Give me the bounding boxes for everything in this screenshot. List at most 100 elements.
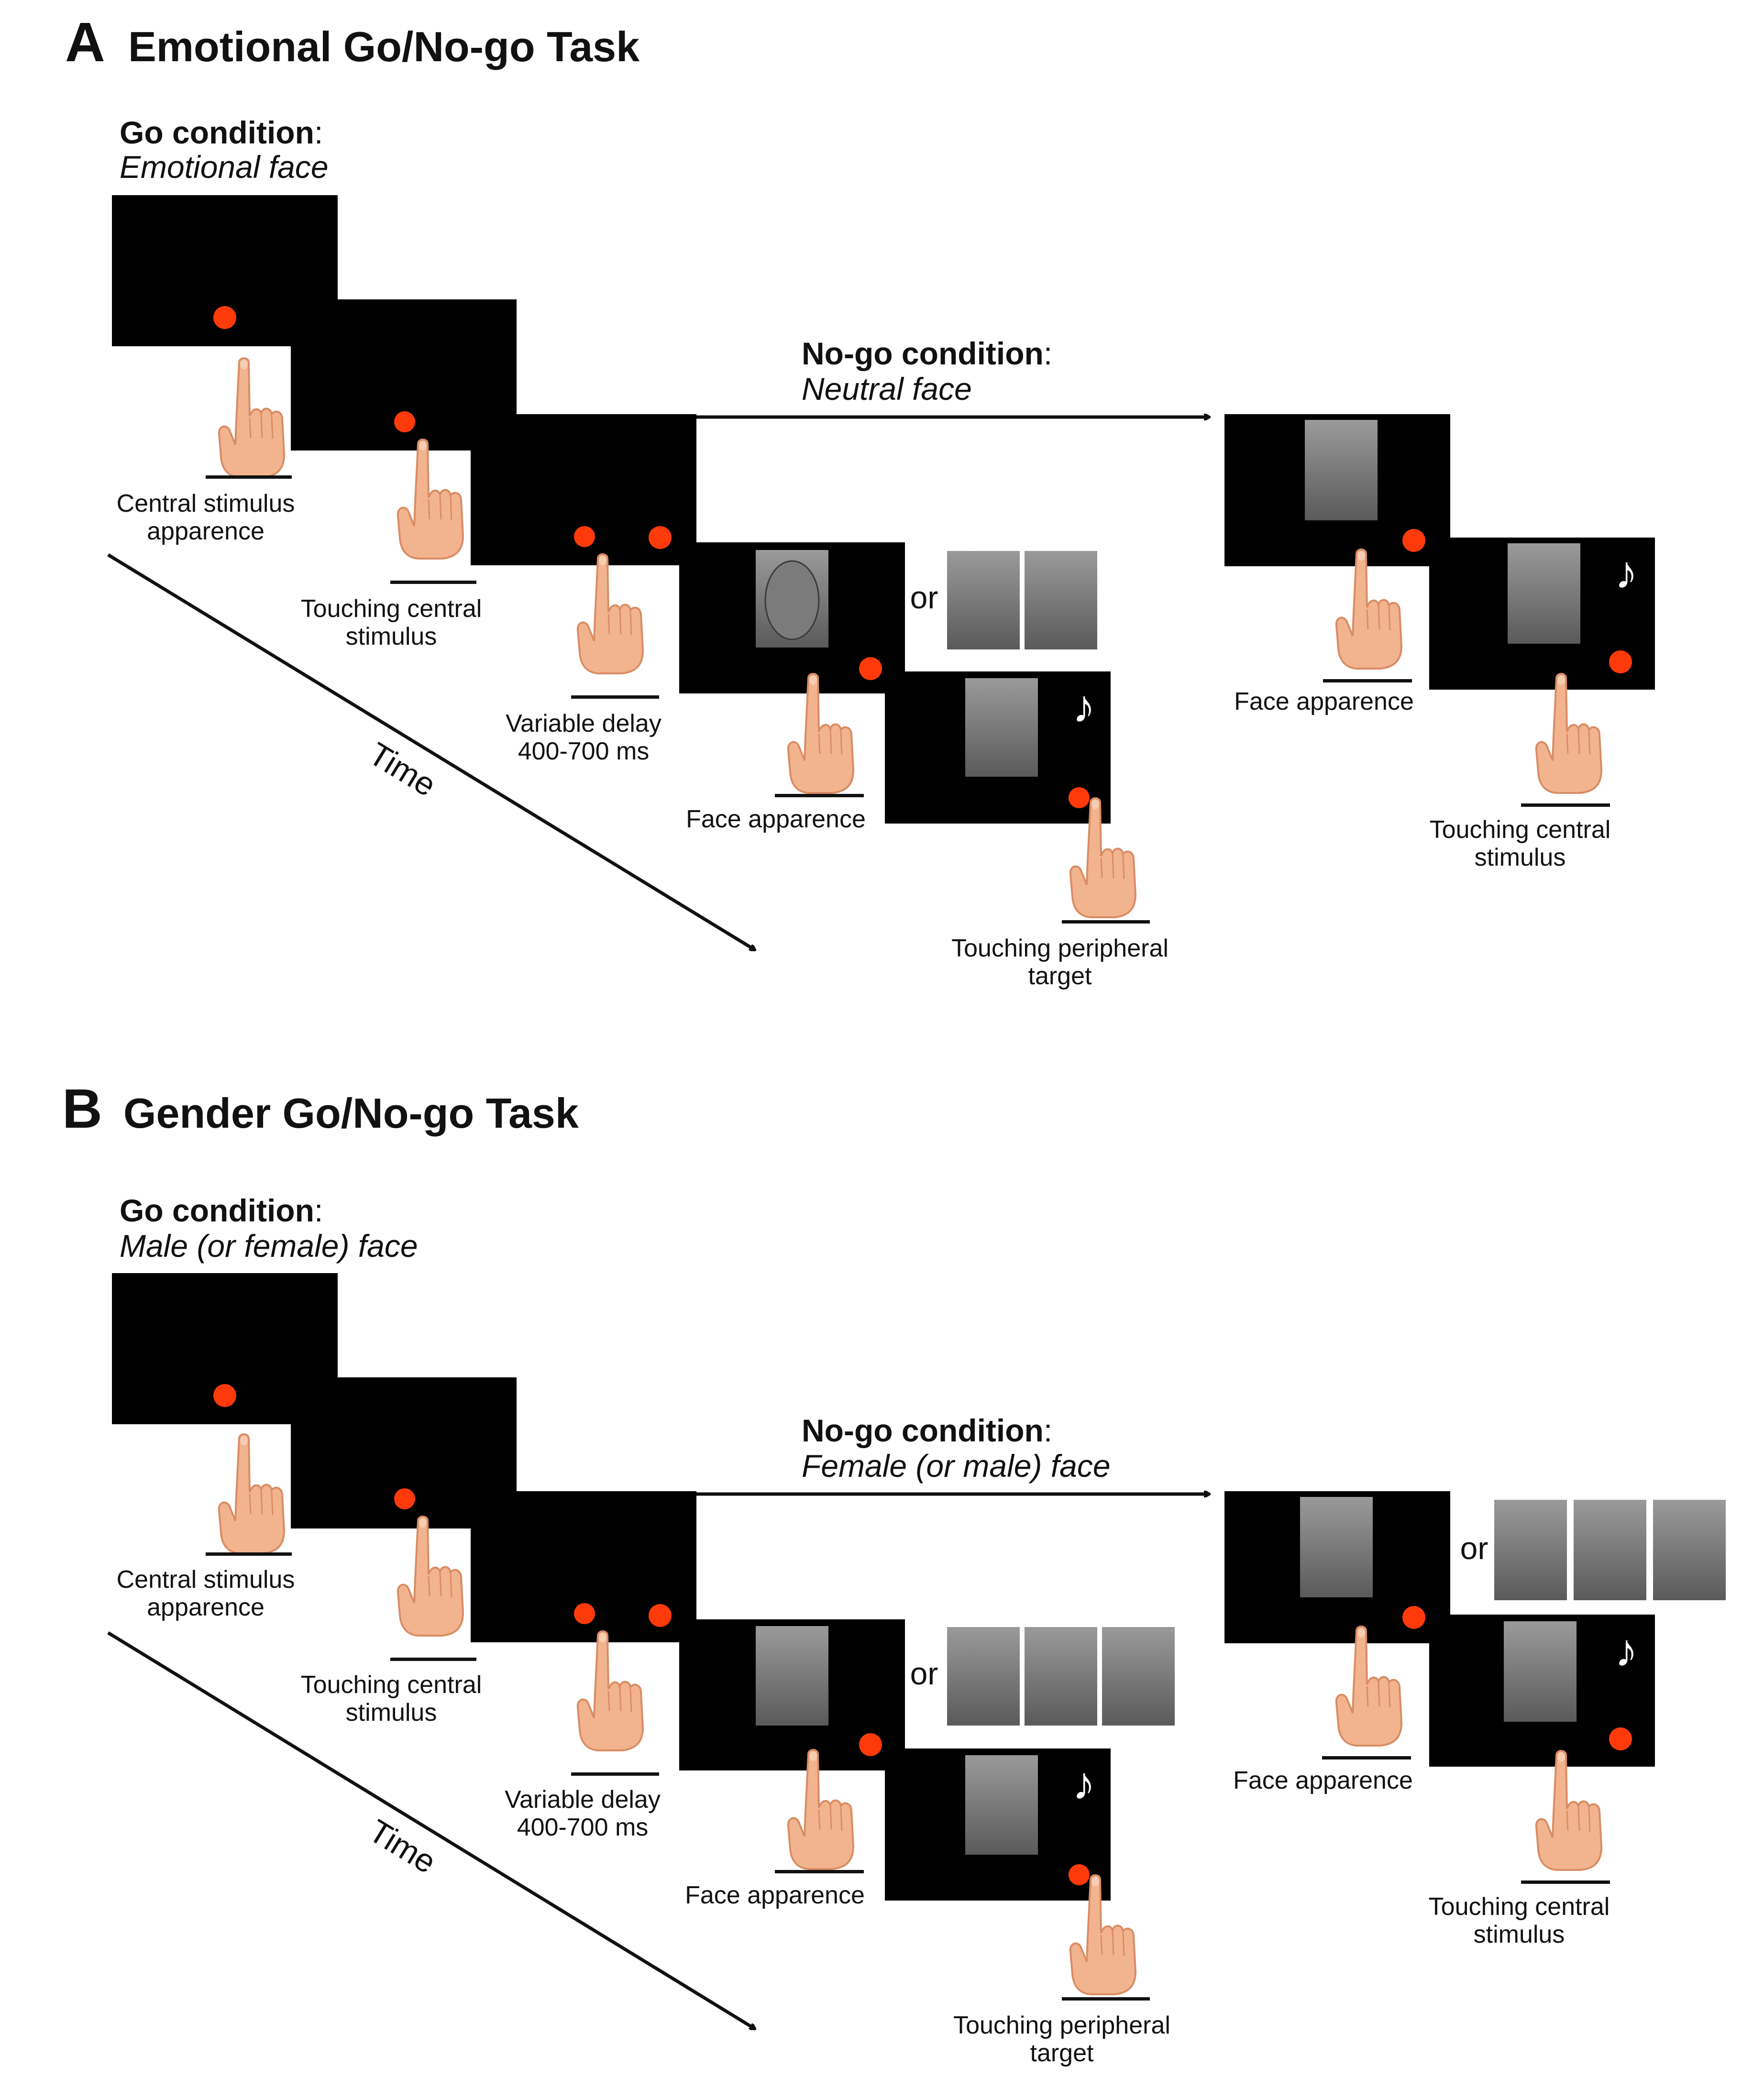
caption-touch-central-2: stimulus <box>346 1699 437 1726</box>
music-note-icon: ♪ <box>1615 1625 1638 1676</box>
panel-b: B Gender Go/No-go Task Go condition: Mal… <box>62 1077 1726 2067</box>
panel-a-go-colon: : <box>314 115 323 150</box>
panel-b-letter: B <box>62 1077 102 1140</box>
panel-a-title: Emotional Go/No-go Task <box>128 23 640 70</box>
face-photo-icon <box>756 1626 828 1726</box>
time-arrow-icon <box>107 553 755 950</box>
hand-touch-icon <box>578 1631 643 1750</box>
red-dot-icon <box>394 411 415 432</box>
time-label: Time <box>363 736 442 803</box>
panel-a-nogo-detail: Neutral face <box>802 371 972 407</box>
caption-nogo-face: Face apparence <box>1233 1767 1413 1794</box>
caption-central-1: Central stimulus <box>117 490 295 517</box>
or-label: or <box>1460 1530 1488 1566</box>
touch-platform <box>390 581 476 584</box>
face-photo-icon <box>965 1755 1038 1855</box>
face-photo-icon <box>1574 1500 1646 1600</box>
hand-touch-icon <box>578 554 643 673</box>
red-dot-icon <box>213 306 236 329</box>
hand-touch-icon <box>218 357 285 478</box>
face-photo-icon <box>1653 1500 1726 1600</box>
caption-face: Face apparence <box>685 1881 865 1909</box>
panel-a-nogo-colon: : <box>1044 336 1052 371</box>
caption-peripheral-2: target <box>1030 2039 1094 2067</box>
caption-delay-2: 400-700 ms <box>517 1814 649 1841</box>
face-photo-icon <box>1025 1627 1097 1726</box>
panel-a-nogo-label: No-go condition <box>802 336 1044 371</box>
touch-platform <box>1521 1880 1610 1884</box>
face-photo-icon <box>1494 1500 1567 1600</box>
caption-touch-central-1: Touching central <box>301 1671 482 1699</box>
time-arrow-icon <box>107 1631 755 2029</box>
panel-a-letter: A <box>65 11 105 73</box>
red-dot-icon <box>213 1384 236 1407</box>
touch-platform <box>1322 1756 1411 1759</box>
hand-touch-icon <box>1336 1627 1401 1746</box>
hand-touch-icon <box>1536 674 1601 793</box>
panel-a-go-detail: Emotional face <box>120 149 329 185</box>
panel-a: A Emotional Go/No-go Task Go condition: … <box>65 11 1655 990</box>
caption-delay-2: 400-700 ms <box>518 737 650 765</box>
red-dot-icon <box>1069 1864 1090 1885</box>
touch-platform <box>206 475 292 479</box>
time-label: Time <box>363 1813 442 1880</box>
caption-peripheral-1: Touching peripheral <box>953 2012 1170 2039</box>
hand-touch-icon <box>398 440 463 559</box>
hand-touch-icon <box>1536 1751 1601 1870</box>
red-dot-icon <box>394 1488 415 1509</box>
face-photo-icon <box>1508 543 1580 644</box>
panel-a-go-label: Go condition <box>120 115 314 150</box>
face-photo-icon <box>1300 1497 1373 1597</box>
caption-nogo-touch-1: Touching central <box>1430 816 1611 844</box>
red-dot-icon <box>1402 1606 1425 1629</box>
touch-platform <box>1521 803 1610 807</box>
red-dot-icon <box>574 1603 595 1624</box>
face-photo-icon <box>1102 1627 1175 1726</box>
panel-b-nogo-colon: : <box>1044 1413 1052 1448</box>
touch-platform <box>1062 1997 1150 2001</box>
hand-touch-icon <box>398 1517 463 1636</box>
hand-touch-icon <box>218 1433 285 1554</box>
caption-central-2: apparence <box>147 517 265 545</box>
caption-delay-1: Variable delay <box>505 1786 661 1814</box>
red-dot-icon <box>1069 787 1090 808</box>
caption-nogo-touch-1: Touching central <box>1429 1893 1610 1921</box>
red-dot-icon <box>859 657 882 680</box>
red-dot-icon <box>574 526 595 547</box>
red-dot-icon <box>1609 1727 1632 1750</box>
touch-platform <box>775 1870 864 1873</box>
music-note-icon: ♪ <box>1072 1758 1095 1809</box>
touch-platform <box>1323 679 1412 682</box>
caption-peripheral-1: Touching peripheral <box>951 935 1169 962</box>
red-dot-icon <box>1609 650 1632 673</box>
panel-b-go-detail: Male (or female) face <box>120 1228 418 1264</box>
panel-b-nogo-detail: Female (or male) face <box>802 1448 1111 1484</box>
caption-delay-1: Variable delay <box>506 710 662 737</box>
face-photo-icon <box>764 560 820 640</box>
touch-platform <box>571 695 659 699</box>
caption-peripheral-2: target <box>1028 962 1092 990</box>
caption-touch-central-1: Touching central <box>301 595 482 623</box>
panel-b-title: Gender Go/No-go Task <box>123 1089 579 1137</box>
caption-nogo-touch-2: stimulus <box>1474 1921 1565 1948</box>
red-dot-icon <box>649 526 672 549</box>
face-photo-icon <box>947 551 1020 649</box>
touch-platform <box>571 1772 659 1776</box>
face-photo-icon <box>1305 420 1378 520</box>
hand-touch-icon <box>1336 550 1401 669</box>
caption-nogo-touch-2: stimulus <box>1475 844 1566 871</box>
panel-b-nogo-condition: No-go condition: <box>802 1413 1052 1448</box>
caption-touch-central-2: stimulus <box>346 623 437 650</box>
panel-b-go-condition: Go condition: <box>120 1193 323 1228</box>
face-photo-icon <box>965 678 1038 777</box>
touch-platform <box>206 1552 292 1556</box>
face-photo-icon <box>1504 1621 1577 1722</box>
music-note-icon: ♪ <box>1615 547 1638 598</box>
caption-face: Face apparence <box>686 805 866 833</box>
panel-a-go-condition: Go condition: <box>120 115 323 150</box>
panel-b-nogo-label: No-go condition <box>802 1413 1044 1448</box>
panel-b-go-label: Go condition <box>120 1193 314 1228</box>
caption-central-2: apparence <box>147 1594 265 1621</box>
red-dot-icon <box>649 1604 672 1627</box>
